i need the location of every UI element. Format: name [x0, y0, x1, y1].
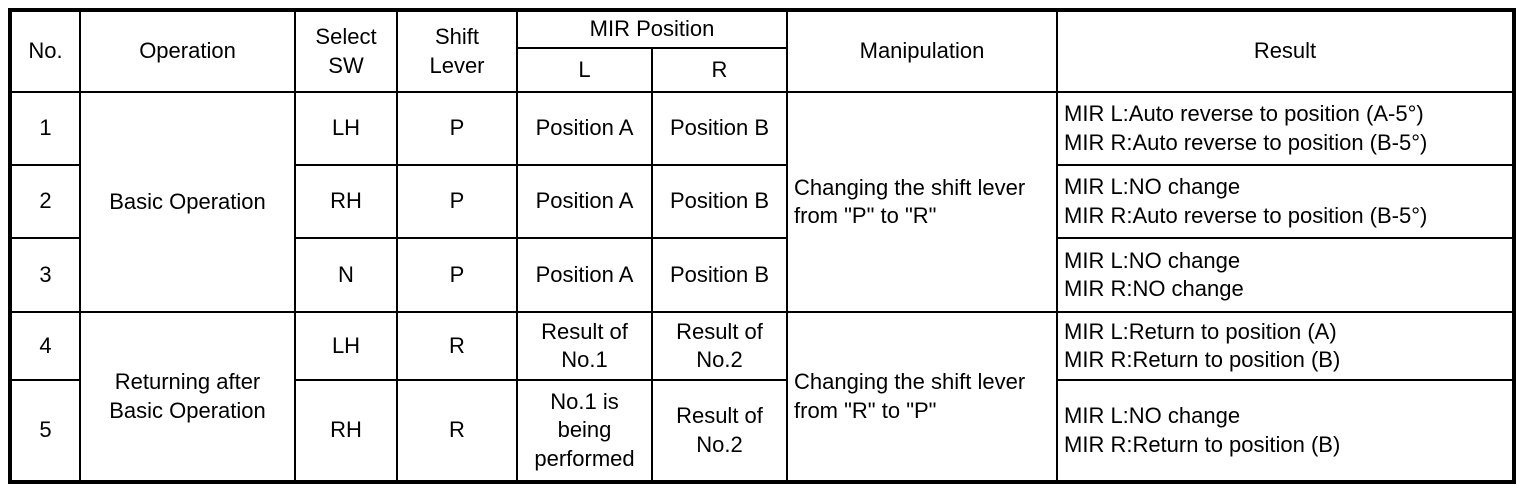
cell-select-sw: N: [294, 237, 398, 313]
col-header-result: Result: [1056, 9, 1515, 93]
header-row-2: L R: [10, 47, 1514, 93]
result-line-l: MIR L:NO change: [1064, 174, 1241, 200]
table-row-3: 3 N P Position A Position B MIR L:NO cha…: [9, 237, 1515, 313]
cell-no: 4: [9, 311, 81, 381]
cell-mir-l: Position A: [516, 91, 653, 166]
table-row-5: 5 RH R No.1 is being performed Result of…: [9, 379, 1515, 483]
mir-operation-result-table: No. Operation Select SW Shift Lever MIR …: [8, 8, 1516, 484]
col-header-mir-r: R: [651, 47, 788, 93]
cell-shift-lever: P: [396, 237, 518, 313]
cell-operation-group-basic: Basic Operation: [79, 91, 296, 313]
col-header-mir-l: L: [516, 47, 653, 93]
col-header-no: No.: [9, 9, 81, 93]
result-line-r: MIR R:Auto reverse to position (B-5°): [1064, 202, 1428, 228]
cell-no: 1: [9, 91, 81, 166]
cell-mir-l: Position A: [516, 164, 653, 239]
cell-mir-l: Position A: [516, 237, 653, 313]
result-line-r: MIR R:NO change: [1064, 276, 1244, 301]
cell-result: MIR L:NO change MIR R:Auto reverse to po…: [1056, 164, 1515, 239]
cell-mir-r: Position B: [651, 237, 788, 313]
cell-mir-l: Result of No.1: [516, 311, 653, 381]
result-line-l: MIR L:Auto reverse to position (A-5°): [1064, 101, 1424, 127]
cell-select-sw: LH: [294, 91, 398, 166]
table-row-1: 1 Basic Operation LH P Position A Positi…: [9, 91, 1515, 313]
cell-shift-lever: P: [396, 164, 518, 239]
cell-shift-lever: P: [396, 91, 518, 166]
cell-no: 2: [9, 164, 81, 239]
cell-no: 5: [9, 379, 81, 483]
cell-result: MIR L:NO change MIR R:Return to position…: [1056, 379, 1515, 483]
cell-result: MIR L:Auto reverse to position (A-5°) MI…: [1056, 91, 1515, 166]
cell-manipulation-group-returning: Changing the shift lever from "R" to "P": [786, 311, 1058, 483]
result-line-r: MIR R:Auto reverse to position (B-5°): [1064, 129, 1428, 155]
col-header-select-sw: Select SW: [294, 9, 398, 93]
col-header-select-sw-label: Select SW: [315, 24, 377, 78]
cell-mir-r: Result of No.2: [651, 379, 788, 483]
result-line-l: MIR L:NO change: [1064, 247, 1241, 273]
col-header-manipulation: Manipulation: [786, 9, 1058, 93]
result-line-r: MIR R:Return to position (B): [1064, 431, 1341, 457]
cell-operation-group-returning: Returning after Basic Operation: [79, 311, 296, 483]
cell-mir-r: Position B: [651, 164, 788, 239]
col-header-operation: Operation: [79, 9, 296, 93]
cell-manipulation-group-basic: Changing the shift lever from "P" to "R": [786, 91, 1058, 313]
cell-select-sw: RH: [294, 164, 398, 239]
manipulation-text: Changing the shift lever from "R" to "P": [794, 369, 1026, 423]
result-line-l: MIR L:NO change: [1064, 403, 1241, 429]
cell-shift-lever: R: [396, 311, 518, 381]
cell-no: 3: [9, 237, 81, 313]
cell-mir-l: No.1 is being performed: [516, 379, 653, 483]
col-header-shift-lever-label: Shift Lever: [429, 24, 485, 78]
cell-select-sw: RH: [294, 379, 398, 483]
cell-result: MIR L:Return to position (A) MIR R:Retur…: [1056, 311, 1515, 381]
cell-result: MIR L:NO change MIR R:NO change: [1056, 237, 1515, 313]
result-line-l: MIR L:Return to position (A): [1064, 318, 1337, 344]
col-header-shift-lever: Shift Lever: [396, 9, 518, 93]
cell-mir-r: Position B: [651, 91, 788, 166]
table-row-2: 2 RH P Position A Position B MIR L:NO ch…: [9, 164, 1515, 239]
manipulation-text: Changing the shift lever from "P" to "R": [794, 174, 1026, 228]
cell-shift-lever: R: [396, 379, 518, 483]
header-row-1: No. Operation Select SW Shift Lever MIR …: [9, 9, 1515, 93]
table-row-4: 4 Returning after Basic Operation LH R R…: [9, 311, 1515, 483]
cell-mir-r: Result of No.2: [651, 311, 788, 381]
col-header-mir-position: MIR Position: [516, 9, 788, 49]
result-line-r: MIR R:Return to position (B): [1064, 347, 1341, 372]
cell-select-sw: LH: [294, 311, 398, 381]
